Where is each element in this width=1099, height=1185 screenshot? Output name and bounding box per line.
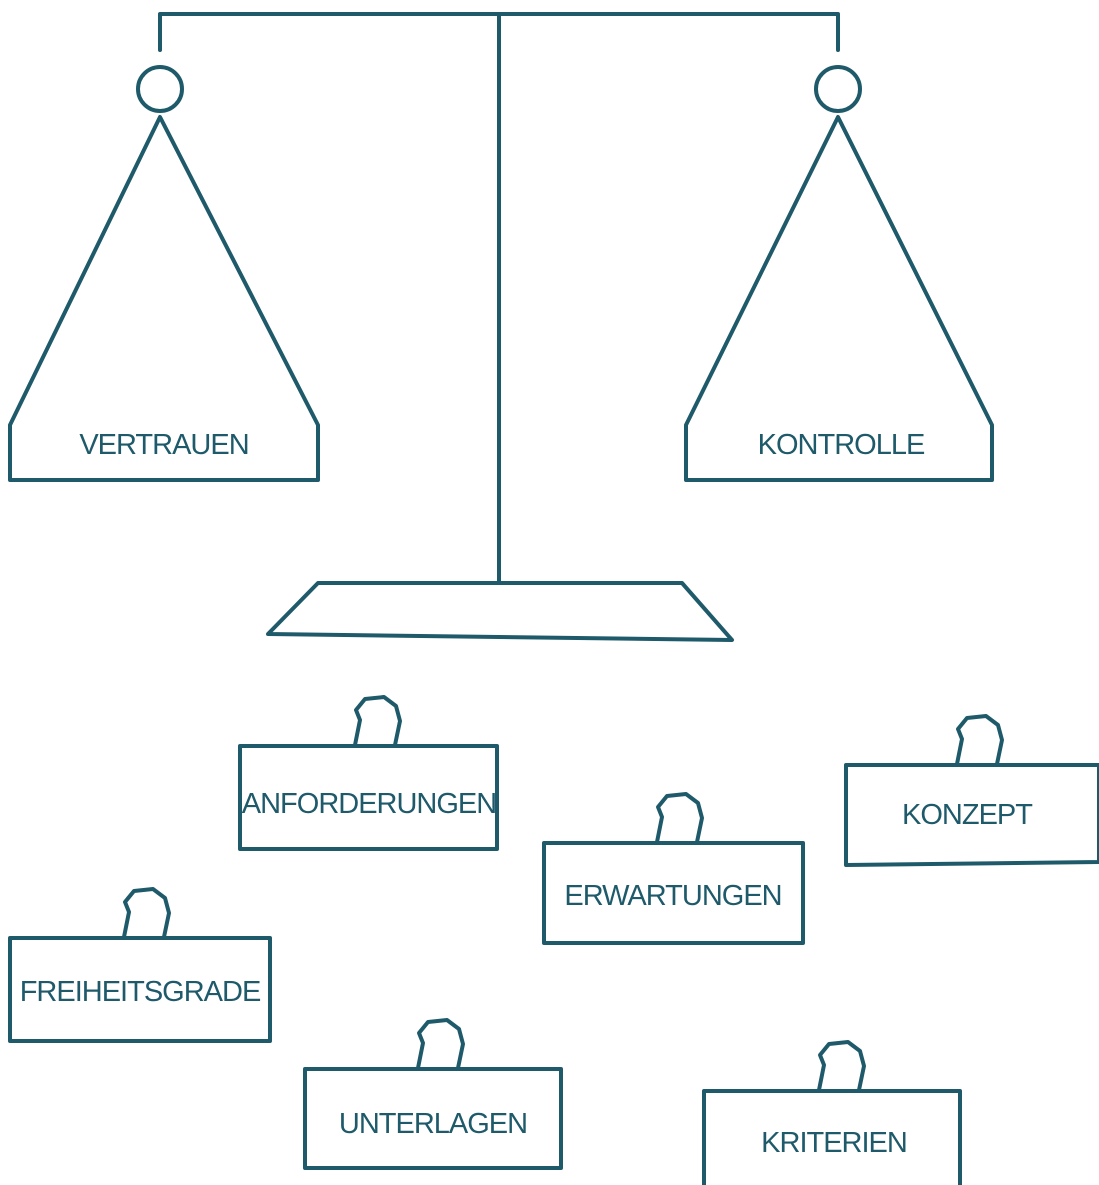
weight-label: ANFORDERUNGEN: [242, 788, 496, 820]
weight-box: [702, 1089, 962, 1185]
weight-handle: [416, 1018, 465, 1070]
balance-scale: [158, 12, 840, 642]
weight-kriterien: KRITERIEN: [702, 1040, 962, 1185]
pan-kontrolle: KONTROLLE: [684, 65, 994, 482]
weight-konzept: KONZEPT: [844, 714, 1099, 867]
weight-label: FREIHEITSGRADE: [20, 976, 261, 1008]
pan-label: KONTROLLE: [758, 429, 925, 461]
weight-label: KONZEPT: [902, 799, 1033, 831]
weight-erwartungen: ERWARTUNGEN: [542, 792, 805, 945]
weight-box: [844, 763, 1099, 867]
pan-basket: [8, 115, 320, 482]
weight-label: UNTERLAGEN: [339, 1108, 527, 1140]
pan-hook-ring: [814, 65, 862, 113]
weight-unterlagen: UNTERLAGEN: [303, 1018, 563, 1170]
pan-hook-ring: [136, 65, 184, 113]
weight-handle: [353, 695, 402, 747]
weight-handle: [122, 887, 171, 939]
weight-box: [238, 744, 499, 851]
weight-anforderungen: ANFORDERUNGEN: [238, 695, 499, 851]
weight-box: [542, 841, 805, 945]
weight-box: [303, 1067, 563, 1170]
pan-vertrauen: VERTRAUEN: [8, 65, 320, 482]
weight-handle: [955, 714, 1004, 766]
weight-handle: [655, 792, 704, 844]
weight-freiheitsgrade: FREIHEITSGRADE: [8, 887, 272, 1043]
scale-base: [266, 581, 734, 642]
weight-label: ERWARTUNGEN: [564, 880, 781, 912]
weight-handle: [817, 1040, 866, 1092]
pan-basket: [684, 115, 994, 482]
weight-box: [8, 936, 272, 1043]
weight-label: KRITERIEN: [761, 1127, 907, 1159]
pan-label: VERTRAUEN: [79, 429, 248, 461]
